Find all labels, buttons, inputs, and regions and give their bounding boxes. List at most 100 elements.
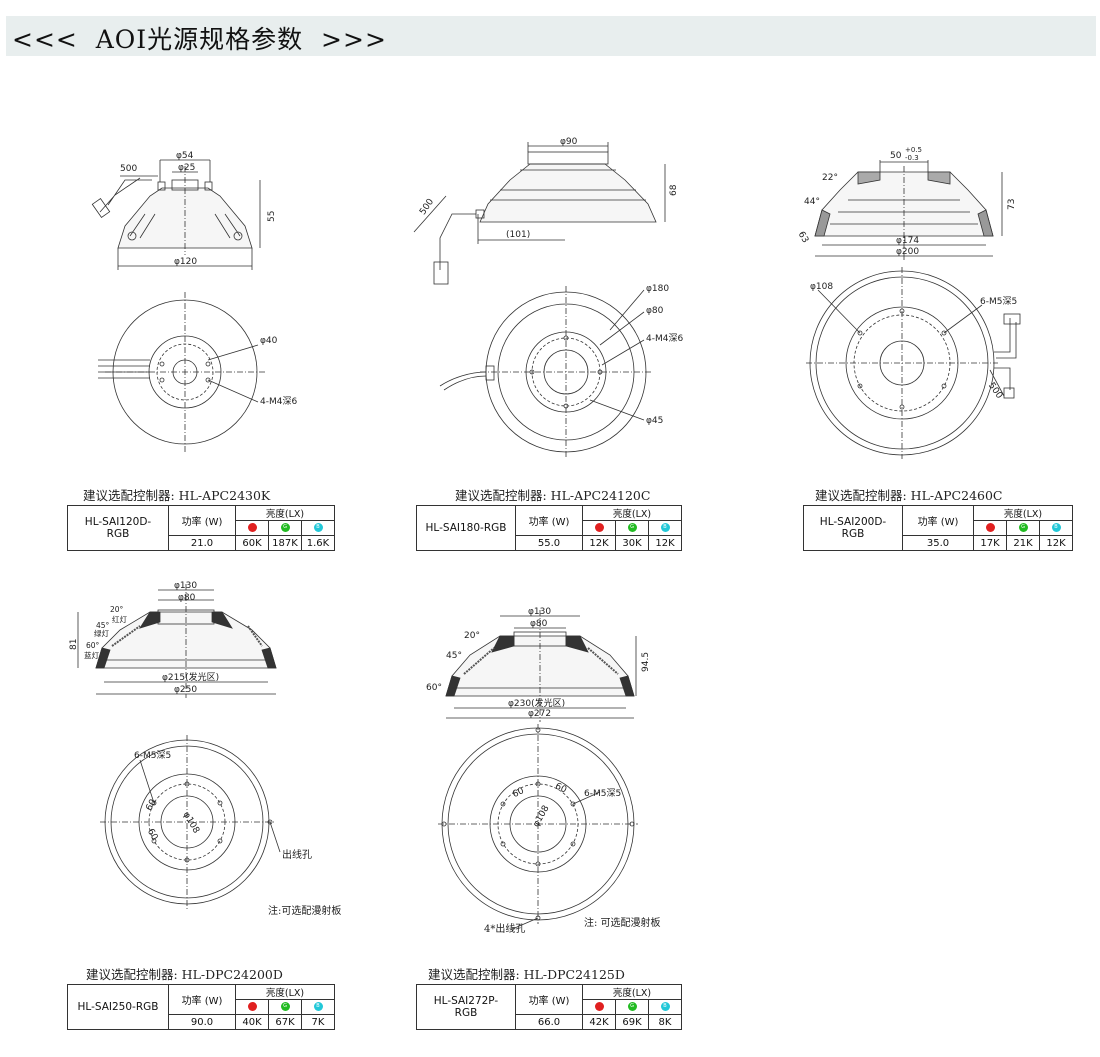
p4-dim-d80: φ80 [178, 593, 196, 603]
p1-green-cell: G [268, 520, 302, 536]
p4-dim-a45: 45° [96, 621, 110, 630]
p4-controller-label: 建议选配控制器: HL-DPC24200D [86, 967, 283, 982]
p3-green-cell: G [1006, 520, 1040, 536]
p2-blue-cell: B [648, 520, 682, 536]
p4-dim-l2: 绿灯 [94, 628, 109, 638]
p4-side-view: φ130 φ80 81 20° 红灯 45° 绿灯 60° 蓝灯 φ215(发光… [69, 581, 277, 698]
red-led-icon [594, 1002, 604, 1011]
p5-green-cell: G [615, 999, 649, 1015]
p2-lux-r: 12K [582, 535, 616, 551]
p4-green-cell: G [268, 999, 302, 1015]
p2-side-view: φ90 68 500 (101) [413, 137, 679, 285]
p1-lux-b: 1.6K [301, 535, 335, 551]
p4-note: 注:可选配漫射板 [268, 906, 342, 917]
p1-blue-cell: B [301, 520, 335, 536]
p3-dim-d174: φ174 [896, 236, 919, 246]
green-led-icon: G [280, 1002, 290, 1011]
p3-lux-r: 17K [973, 535, 1007, 551]
p4-spec-table: HL-SAI250-RGB 功率 (W) 亮度(LX) G B 90.0 40K… [67, 984, 335, 1030]
p2-dim-d90: φ90 [560, 137, 578, 147]
p1-dim-hole: 4-M4深6 [260, 396, 297, 407]
p3-dim-d108: φ108 [810, 282, 833, 292]
p5-dim-a45: 45° [446, 651, 462, 661]
p4-dim-ang2: 60 [145, 827, 160, 842]
p2-dim-d45: φ45 [646, 416, 663, 426]
blue-led-icon: B [660, 1002, 670, 1011]
p3-power: 35.0 [902, 535, 974, 551]
p2-green-cell: G [615, 520, 649, 536]
p1-dim-cable: 500 [120, 164, 137, 174]
p2-dim-d180: φ180 [646, 284, 669, 294]
p1-top-view: φ40 4-M4深6 [98, 292, 297, 452]
p5-dim-hole: 6-M5深5 [584, 788, 621, 799]
p3-model: HL-SAI200D-RGB [803, 505, 903, 551]
p2-controller-label: 建议选配控制器: HL-APC24120C [455, 488, 651, 503]
p3-dim-d200: φ200 [896, 247, 919, 257]
page-title: <<< AOI光源规格参数 >>> [12, 25, 387, 54]
p2-red-cell [582, 520, 616, 536]
p5-controller-label: 建议选配控制器: HL-DPC24125D [428, 967, 625, 982]
p5-spec-table: HL-SAI272P-RGB 功率 (W) 亮度(LX) G B 66.0 42… [416, 984, 682, 1030]
p3-red-cell [973, 520, 1007, 536]
p5-dim-d80: φ80 [530, 619, 548, 629]
p1-power: 21.0 [168, 535, 236, 551]
p3-top-view: φ108 6-M5深5 500 [806, 267, 1021, 459]
p3-dim-a22: 22° [822, 173, 838, 183]
p2-dim-hole: 4-M4深6 [646, 333, 683, 344]
p1-dim-d54: φ54 [176, 151, 194, 161]
p2-lux-b: 12K [648, 535, 682, 551]
p5-blue-cell: B [648, 999, 682, 1015]
blue-led-icon: B [313, 523, 323, 532]
p5-dim-d272: φ272 [528, 709, 551, 719]
p5-dim-outlet: 4*出线孔 [484, 922, 525, 935]
p4-dim-a60: 60° [86, 641, 100, 650]
p5-dim-ang1: 60 [511, 786, 526, 800]
p2-dim-w: (101) [506, 230, 530, 240]
p3-blue-cell: B [1039, 520, 1073, 536]
p3-controller-label: 建议选配控制器: HL-APC2460C [815, 488, 1003, 503]
p5-power-header: 功率 (W) [515, 984, 583, 1015]
p4-lux-r: 40K [235, 1014, 269, 1030]
p4-blue-cell: B [301, 999, 335, 1015]
p3-dim-a44: 44° [804, 197, 820, 207]
p4-dim-pcd: φ108 [181, 810, 201, 835]
p4-dim-hole: 6-M5深5 [134, 750, 171, 761]
p5-dim-ang2: 60 [553, 782, 568, 796]
p3-lux-b: 12K [1039, 535, 1073, 551]
p5-note: 注: 可选配漫射板 [584, 918, 661, 929]
p3-dim-d50: 50 [890, 151, 902, 161]
p3-power-header: 功率 (W) [902, 505, 974, 536]
p1-dim-d25: φ25 [178, 163, 195, 173]
p3-dim-hole: 6-M5深5 [980, 296, 1017, 307]
p1-lux-r: 60K [235, 535, 269, 551]
p3-dim-cable: 500 [986, 381, 1004, 401]
p5-model: HL-SAI272P-RGB [416, 984, 516, 1030]
p3-dim-h: 73 [1007, 199, 1017, 210]
p5-red-cell [582, 999, 616, 1015]
p2-power: 55.0 [515, 535, 583, 551]
p4-power-header: 功率 (W) [168, 984, 236, 1015]
p2-model: HL-SAI180-RGB [416, 505, 516, 551]
p3-dim-tol-up: +0.5 [905, 146, 922, 154]
green-led-icon: G [1018, 523, 1028, 532]
p4-dim-l1: 红灯 [112, 614, 127, 624]
p3-brightness-header: 亮度(LX) [973, 505, 1073, 521]
p2-dim-cable: 500 [418, 197, 436, 217]
p5-lux-g: 69K [615, 1014, 649, 1030]
p5-brightness-header: 亮度(LX) [582, 984, 682, 1000]
p5-dim-a20: 20° [464, 631, 480, 641]
p5-dim-h: 94.5 [641, 652, 651, 672]
p1-power-header: 功率 (W) [168, 505, 236, 536]
p2-dim-h: 68 [669, 184, 679, 196]
p3-dim-a63: 63 [796, 230, 810, 245]
p1-spec-table: HL-SAI120D-RGB 功率 (W) 亮度(LX) G B 21.0 60… [67, 505, 335, 551]
p1-lux-g: 187K [268, 535, 302, 551]
p3-side-view: 50 +0.5 -0.3 22° 44° 63 73 φ174 φ200 [796, 146, 1017, 260]
p4-power: 90.0 [168, 1014, 236, 1030]
p4-dim-d215: φ215(发光区) [162, 671, 219, 683]
p5-lux-b: 8K [648, 1014, 682, 1030]
p5-lux-r: 42K [582, 1014, 616, 1030]
p4-lux-g: 67K [268, 1014, 302, 1030]
green-led-icon: G [280, 523, 290, 532]
